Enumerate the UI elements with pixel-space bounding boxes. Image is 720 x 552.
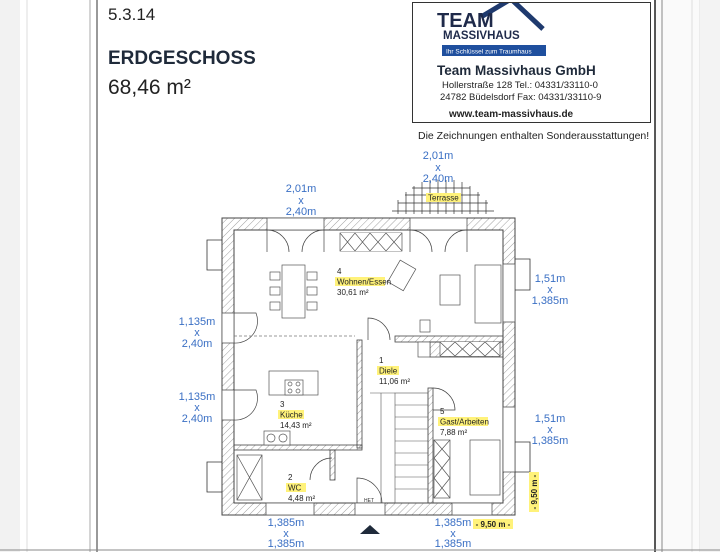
room-2-area: 4,48 m² [288,494,315,503]
room-2-name: WC [288,484,302,493]
dimension-text: 1,385m [435,538,472,550]
dimension-text: 1,51m [535,273,566,285]
dimension-text: 2,40m [182,338,213,350]
room-4-name: Wohnen/Essen [337,278,391,287]
dimension-text: x [547,424,553,436]
dimension-labels: 2,01m x 2,40m 2,01m x 2,40m 1,135m x 2,4… [179,150,569,550]
entry-label: HET [364,498,374,504]
company-info-box: TEAM MASSIVHAUS Ihr Schlüssel zum Traumh… [412,2,651,123]
logo-massivhaus: MASSIVHAUS [443,30,520,42]
room-2-number: 2 [288,473,293,482]
dimension-text: 2,01m [423,150,454,162]
furniture [236,232,502,501]
room-1-name: Diele [379,367,398,376]
company-logo: TEAM MASSIVHAUS Ihr Schlüssel zum Traumh… [437,3,601,120]
room-5-area: 7,88 m² [440,428,467,437]
dimension-text: 2,01m [286,183,317,195]
room-4-area: 30,61 m² [337,288,369,297]
dimension-text: x [450,528,456,540]
dimension-text: 1,385m [532,435,569,447]
special-equipment-note: Die Zeichnungen enthalten Sonderausstatt… [418,130,650,142]
room-labels: 4 Wohnen/Essen 30,61 m² 1 Diele 11,06 m²… [278,267,489,503]
dimension-text: x [283,528,289,540]
dimension-text: 1,385m [268,538,305,550]
dimension-text: 2,40m [182,413,213,425]
plan-date: 5.3.14 [108,5,156,24]
room-1-number: 1 [379,356,384,365]
dimension-text: 2,40m [423,173,454,185]
dimension-text: x [194,327,200,339]
company-address-1: Hollerstraße 128 Tel.: 04331/33110-0 [442,80,598,91]
dimension-text: 1,135m [179,316,216,328]
room-1-area: 11,06 m² [379,377,410,386]
company-website: www.team-massivhaus.de [448,109,574,120]
terrace-grid [392,180,494,214]
window-boxes [206,239,531,493]
company-name: Team Massivhaus GmbH [437,63,596,78]
room-3-number: 3 [280,400,285,409]
dimension-text: 1,51m [535,413,566,425]
logo-team: TEAM [437,10,494,32]
total-width-dimension: - 9,50 m - [476,520,511,529]
dimension-text: 2,40m [286,206,317,218]
total-depth-dimension: - 9,50 m - [530,474,539,509]
company-address-2: 24782 Büdelsdorf Fax: 04331/33110-9 [440,92,601,103]
dimension-text: x [547,284,553,296]
dimension-text: x [194,402,200,414]
stairs [370,392,429,504]
dimension-text: 1,385m [268,517,305,529]
dimension-text: 1,135m [179,391,216,403]
terrace-label: Terrasse [428,194,459,203]
windows [221,217,516,516]
page-title: ERDGESCHOSS [108,48,256,69]
dimension-text: x [298,195,304,207]
room-5-name: Gast/Arbeiten [440,418,489,427]
room-3-name: Küche [280,411,303,420]
dimension-text: x [435,162,441,174]
room-3-area: 14,43 m² [280,421,312,430]
entrance-arrow [360,525,380,534]
dimension-text: 1,385m [435,517,472,529]
room-5-number: 5 [440,407,445,416]
logo-slogan: Ihr Schlüssel zum Traumhaus [446,49,532,56]
floor-area: 68,46 m² [108,76,191,99]
dimension-text: 1,385m [532,295,569,307]
room-4-number: 4 [337,267,342,276]
doors [233,229,468,504]
